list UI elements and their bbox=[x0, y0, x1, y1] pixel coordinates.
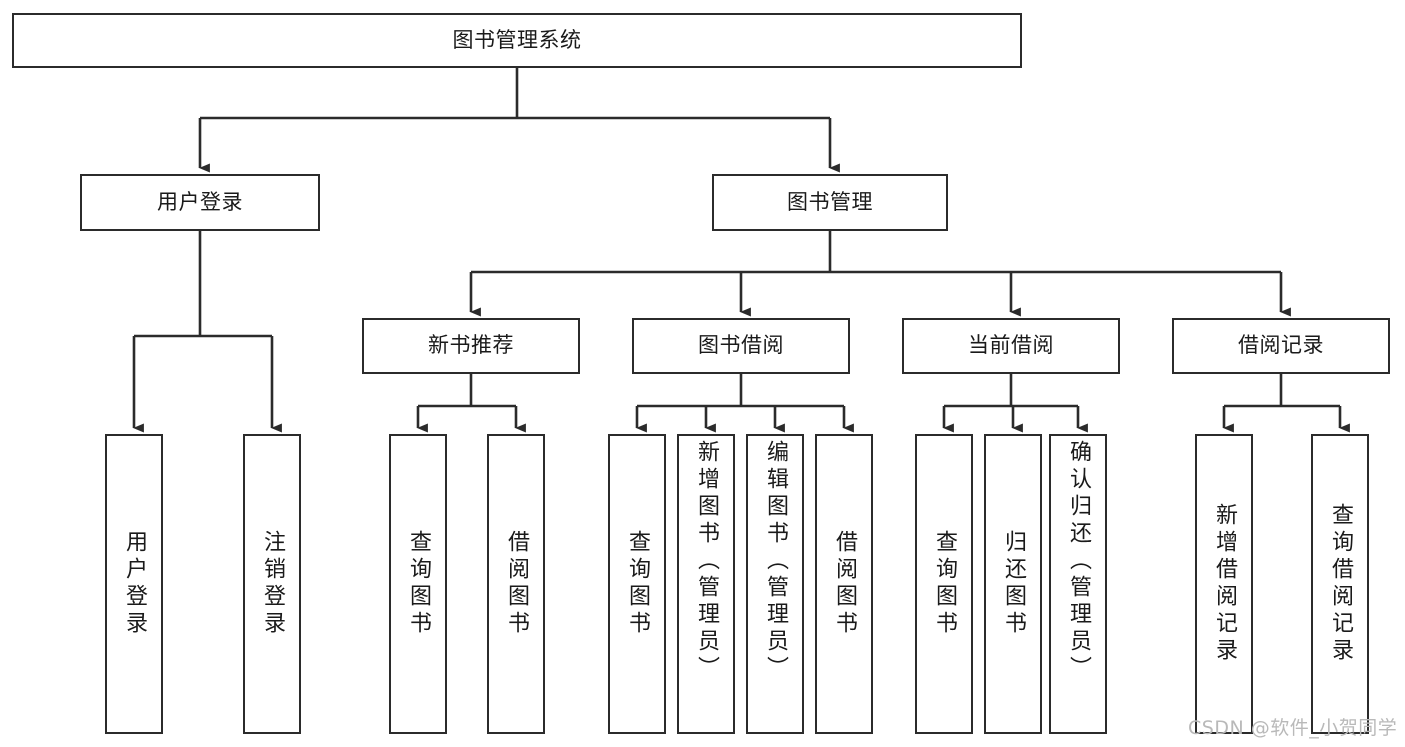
node-leaf-borrow-book-2-label: 借阅图书 bbox=[832, 530, 857, 638]
node-leaf-user-login-label: 用户登录 bbox=[122, 530, 147, 638]
node-book-borrow[interactable]: 图书借阅 bbox=[632, 318, 850, 374]
node-leaf-confirm-return-label: 确认归还（管理员） bbox=[1066, 440, 1091, 683]
node-leaf-return-book-label: 归还图书 bbox=[1001, 530, 1026, 638]
node-borrow-record-label: 借阅记录 bbox=[1238, 333, 1324, 358]
node-leaf-query-book-3[interactable]: 查询图书 bbox=[915, 434, 973, 734]
node-new-book-recommend-label: 新书推荐 bbox=[428, 333, 514, 358]
node-leaf-logout[interactable]: 注销登录 bbox=[243, 434, 301, 734]
node-leaf-user-login[interactable]: 用户登录 bbox=[105, 434, 163, 734]
node-current-borrow-label: 当前借阅 bbox=[968, 333, 1054, 358]
node-borrow-record[interactable]: 借阅记录 bbox=[1172, 318, 1390, 374]
node-root-label: 图书管理系统 bbox=[452, 27, 582, 52]
node-book-manage-label: 图书管理 bbox=[787, 189, 873, 214]
node-leaf-query-book-2-label: 查询图书 bbox=[625, 530, 650, 638]
node-leaf-add-record[interactable]: 新增借阅记录 bbox=[1195, 434, 1253, 734]
node-leaf-add-book[interactable]: 新增图书（管理员） bbox=[677, 434, 735, 734]
node-leaf-query-book-3-label: 查询图书 bbox=[932, 530, 957, 638]
node-leaf-return-book[interactable]: 归还图书 bbox=[984, 434, 1042, 734]
node-new-book-recommend[interactable]: 新书推荐 bbox=[362, 318, 580, 374]
node-leaf-edit-book-label: 编辑图书（管理员） bbox=[763, 440, 788, 683]
node-book-manage[interactable]: 图书管理 bbox=[712, 174, 948, 231]
node-user-login-label: 用户登录 bbox=[157, 189, 243, 214]
node-leaf-query-book-1[interactable]: 查询图书 bbox=[389, 434, 447, 734]
node-leaf-query-record-label: 查询借阅记录 bbox=[1328, 503, 1353, 665]
node-book-borrow-label: 图书借阅 bbox=[698, 333, 784, 358]
node-leaf-logout-label: 注销登录 bbox=[260, 530, 285, 638]
node-leaf-confirm-return[interactable]: 确认归还（管理员） bbox=[1049, 434, 1107, 734]
node-leaf-query-record[interactable]: 查询借阅记录 bbox=[1311, 434, 1369, 734]
node-user-login[interactable]: 用户登录 bbox=[80, 174, 320, 231]
node-leaf-add-book-label: 新增图书（管理员） bbox=[694, 440, 719, 683]
node-leaf-query-book-1-label: 查询图书 bbox=[406, 530, 431, 638]
node-leaf-borrow-book-1-label: 借阅图书 bbox=[504, 530, 529, 638]
node-leaf-borrow-book-1[interactable]: 借阅图书 bbox=[487, 434, 545, 734]
node-leaf-add-record-label: 新增借阅记录 bbox=[1212, 503, 1237, 665]
watermark-text: CSDN @软件_小贺同学 bbox=[1188, 717, 1398, 739]
node-current-borrow[interactable]: 当前借阅 bbox=[902, 318, 1120, 374]
node-leaf-query-book-2[interactable]: 查询图书 bbox=[608, 434, 666, 734]
node-root[interactable]: 图书管理系统 bbox=[12, 13, 1022, 68]
node-leaf-edit-book[interactable]: 编辑图书（管理员） bbox=[746, 434, 804, 734]
node-leaf-borrow-book-2[interactable]: 借阅图书 bbox=[815, 434, 873, 734]
